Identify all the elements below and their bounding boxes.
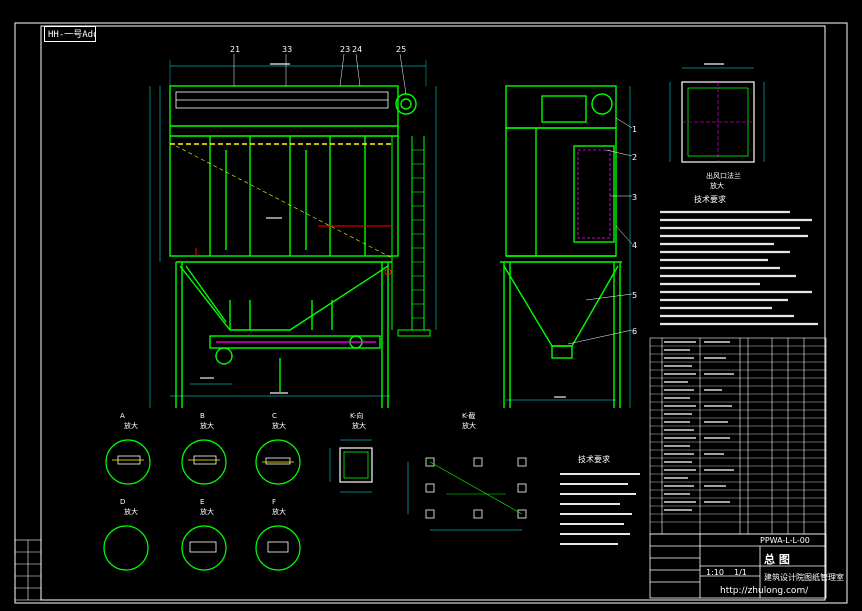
title-block-company: 建筑设计院图纸管理室 [764, 573, 844, 582]
notes-lines-top [660, 210, 818, 326]
parts-table-rows [650, 345, 826, 523]
svg-text:B: B [200, 412, 205, 420]
outer-border [14, 22, 848, 604]
title-block-sheet: 1/1 [734, 568, 747, 577]
svg-text:放大: 放大 [124, 507, 138, 516]
balloon-23: 23 [340, 45, 350, 54]
title-block-scale: 1:10 [706, 568, 724, 577]
svg-text:放大: 放大 [200, 421, 214, 430]
drawing-tag: HH-一号Add [44, 26, 96, 42]
tech-req-title: 技术要求 [694, 194, 726, 204]
notes-lines-bottom [560, 473, 640, 545]
title-block [649, 533, 827, 599]
balloon-1: 1 [632, 125, 637, 134]
svg-text:A: A [120, 412, 125, 420]
svg-text:E: E [200, 498, 204, 506]
balloon-6: 6 [632, 327, 637, 336]
svg-text:放大: 放大 [352, 421, 366, 430]
inner-border [40, 25, 826, 601]
svg-text:K-向: K-向 [350, 411, 363, 420]
balloon-33: 33 [282, 45, 292, 54]
svg-text:放大: 放大 [200, 507, 214, 516]
svg-text:放大: 放大 [124, 421, 138, 430]
side-balloons: 1 2 3 4 5 6 [632, 125, 637, 336]
tech-req-title-2: 技术要求 [578, 454, 610, 464]
parts-table [649, 337, 827, 535]
watermark: http://zhulong.com/ [720, 586, 809, 596]
title-block-name: 总 图 [764, 553, 790, 566]
svg-text:C: C [272, 412, 277, 420]
side-view [500, 85, 622, 408]
left-stamp [14, 539, 42, 601]
balloon-25: 25 [396, 45, 406, 54]
ladder-rungs [412, 149, 424, 319]
title-block-code: PPWA-L-L-00 [760, 536, 810, 545]
balloon-5: 5 [632, 291, 637, 300]
svg-text:F: F [272, 498, 276, 506]
balloon-2: 2 [632, 153, 637, 162]
svg-text:放大: 放大 [710, 181, 724, 190]
balloon-24: 24 [352, 45, 362, 54]
balloon-4: 4 [632, 241, 637, 250]
flange-detail: 出风口法兰 放大 [669, 67, 765, 190]
svg-text:放大: 放大 [272, 421, 286, 430]
svg-text:放大: 放大 [462, 421, 476, 430]
detail-titles: A 放大 B 放大 C 放大 D 放大 E 放大 F 放大 K-向 放大 K-截… [120, 411, 476, 516]
balloon-21: 21 [230, 45, 240, 54]
dim-label-marks [200, 63, 724, 398]
bolt-pattern [425, 457, 527, 519]
k-view [329, 439, 373, 493]
detail-views [103, 439, 301, 571]
front-balloons: 21 33 23 24 25 [230, 45, 406, 54]
front-view [149, 60, 437, 408]
parts-table-text [664, 341, 734, 511]
svg-text:出风口法兰: 出风口法兰 [706, 171, 741, 180]
svg-text:放大: 放大 [272, 507, 286, 516]
svg-text:K-截: K-截 [462, 411, 475, 420]
svg-text:D: D [120, 498, 125, 506]
balloon-3: 3 [632, 193, 637, 202]
